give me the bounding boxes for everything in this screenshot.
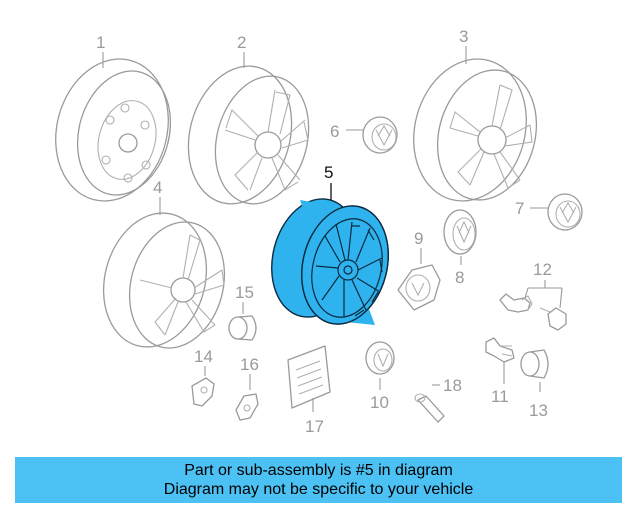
- info-banner: Part or sub-assembly is #5 in diagram Di…: [15, 457, 622, 503]
- callout-6[interactable]: 6: [330, 122, 339, 141]
- part-15-wheel-nut[interactable]: [228, 315, 257, 341]
- callout-5[interactable]: 5: [324, 163, 333, 182]
- callout-2[interactable]: 2: [237, 33, 246, 52]
- callout-18[interactable]: 18: [443, 376, 462, 395]
- callout-13[interactable]: 13: [529, 401, 548, 420]
- part-3-alloy-wheel[interactable]: [398, 46, 550, 214]
- parts-diagram: 1 2 6 3 4: [40, 27, 583, 436]
- callout-12[interactable]: 12: [533, 260, 552, 279]
- part-5-alloy-wheel-highlighted[interactable]: [260, 190, 401, 334]
- callout-17[interactable]: 17: [305, 417, 324, 436]
- banner-line-disclaimer: Diagram may not be specific to your vehi…: [163, 481, 474, 498]
- part-14-sensor-bracket[interactable]: [191, 377, 215, 407]
- callout-16[interactable]: 16: [240, 355, 259, 374]
- part-9-center-cap[interactable]: [397, 264, 441, 311]
- part-7-center-cap[interactable]: [547, 193, 583, 231]
- part-16-sensor-bracket[interactable]: [235, 393, 259, 421]
- part-13-wheel-nut[interactable]: [520, 349, 549, 379]
- part-10-center-cap[interactable]: [365, 341, 395, 375]
- callout-7[interactable]: 7: [515, 199, 524, 218]
- callout-3[interactable]: 3: [459, 27, 468, 46]
- part-1-steel-wheel[interactable]: [40, 46, 184, 214]
- part-17-control-module[interactable]: [287, 345, 331, 409]
- callout-15[interactable]: 15: [235, 283, 254, 302]
- banner-line-part: Part or sub-assembly is #5 in diagram: [184, 462, 453, 479]
- callout-9[interactable]: 9: [414, 229, 423, 248]
- callout-11[interactable]: 11: [491, 387, 509, 406]
- callout-10[interactable]: 10: [370, 393, 389, 412]
- part-6-center-cap[interactable]: [362, 116, 398, 154]
- part-11-wheel-bolt[interactable]: [485, 337, 515, 363]
- part-4-alloy-wheel[interactable]: [89, 201, 238, 358]
- callout-14[interactable]: 14: [194, 347, 213, 366]
- part-2-alloy-wheel[interactable]: [174, 54, 323, 215]
- part-12-wheel-bolt-set[interactable]: [499, 293, 567, 331]
- callout-1[interactable]: 1: [96, 33, 105, 52]
- part-8-center-cap[interactable]: [443, 209, 477, 255]
- callout-8[interactable]: 8: [455, 268, 464, 287]
- callout-4[interactable]: 4: [153, 178, 162, 197]
- part-18-tire-pressure-sensor[interactable]: [414, 393, 445, 423]
